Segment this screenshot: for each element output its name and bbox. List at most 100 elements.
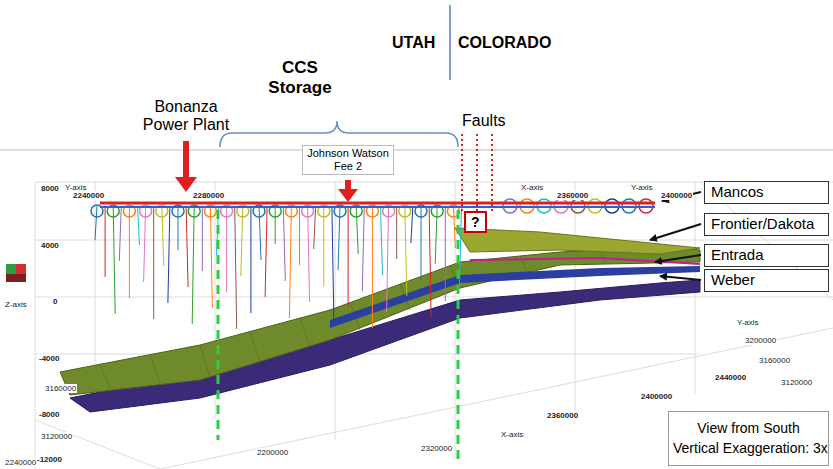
axis-tick: 2200000 xyxy=(256,448,289,457)
axis-tick: -12000 xyxy=(36,455,63,464)
well-trace xyxy=(275,206,276,244)
leader-arrows xyxy=(650,192,701,280)
cube-icon xyxy=(6,264,26,282)
well-trace xyxy=(332,206,334,323)
well-trace xyxy=(299,206,300,265)
axis-tick: 3160000 xyxy=(758,356,791,365)
axis-tick: 2320000 xyxy=(420,444,453,453)
well-trace xyxy=(289,206,291,318)
axis-title: Y-axis xyxy=(630,183,654,192)
well-label-box: Johnson Watson Fee 2 xyxy=(302,145,394,175)
entrada-surface xyxy=(60,246,700,395)
blue-horizon xyxy=(330,266,700,328)
axis-tick: 3120000 xyxy=(40,432,73,441)
node-text: Mancos xyxy=(711,183,822,202)
well-trace xyxy=(192,206,194,324)
axis-title: X-axis xyxy=(500,430,524,439)
well-trace xyxy=(113,206,115,314)
node-text: ? xyxy=(471,213,480,231)
axis-title: X-axis xyxy=(520,183,544,192)
axis-tick: 3200000 xyxy=(744,336,777,345)
frontier-surface xyxy=(455,228,700,254)
mancos-line xyxy=(100,202,655,205)
unknown-box: ? xyxy=(464,211,487,233)
region-title: CCS Storage xyxy=(256,58,344,97)
bracket xyxy=(220,121,458,147)
well-trace xyxy=(314,206,316,249)
formation-label: Entrada xyxy=(704,244,829,267)
well-trace xyxy=(265,206,267,297)
well-trace xyxy=(162,206,164,266)
storage-boundary xyxy=(457,210,460,462)
axis-title: Z-axis xyxy=(4,300,28,309)
formation-label: Weber xyxy=(704,269,829,292)
formation-label: Mancos xyxy=(704,181,829,204)
state-line xyxy=(449,5,451,80)
well-trace xyxy=(411,206,413,243)
well-trace xyxy=(405,206,407,296)
axis-tick: 2400000 xyxy=(660,191,693,200)
well-trace xyxy=(362,206,364,291)
node-text: Entrada xyxy=(711,246,822,265)
well-trace xyxy=(186,206,188,287)
well-trace xyxy=(210,206,212,308)
well-trace xyxy=(348,206,349,307)
axis-tick: 2280000 xyxy=(192,191,225,200)
fault-lines xyxy=(462,134,492,212)
well-trace xyxy=(372,206,373,328)
axis-tick: 2240000 xyxy=(72,191,105,200)
state-name: UTAH xyxy=(392,34,435,52)
axis-title: Y-axis xyxy=(736,318,760,327)
node-text: View from South xyxy=(673,419,824,439)
well-trace xyxy=(283,206,285,281)
well-trace xyxy=(387,206,389,312)
node-text: Johnson Watson Fee 2 xyxy=(306,147,390,173)
axis-tick: 2360000 xyxy=(556,191,589,200)
well-trace xyxy=(453,206,455,248)
node-text: Vertical Exaggeration: 3x xyxy=(673,439,824,459)
well-trace xyxy=(153,206,154,319)
frame-line xyxy=(0,150,833,151)
well-trace xyxy=(226,206,227,292)
well-trace xyxy=(445,206,446,301)
well-trace xyxy=(356,206,358,254)
well-trace xyxy=(119,206,121,261)
well-trace xyxy=(381,206,383,275)
axis-tick: 2440000 xyxy=(714,373,747,382)
formation-label: Frontier/Dakota xyxy=(704,213,829,236)
well-trace xyxy=(95,206,97,240)
axis-tick: 2360000 xyxy=(546,411,579,420)
well-trace xyxy=(105,206,106,277)
axis-tick: 8000 xyxy=(40,184,60,193)
wells xyxy=(91,199,653,329)
axis-tick: 4000 xyxy=(40,241,60,250)
well-trace xyxy=(250,206,251,313)
axis-tick: 2240000 xyxy=(4,458,37,467)
well-trace xyxy=(338,206,340,270)
plot-grid xyxy=(35,182,833,469)
well-trace xyxy=(429,206,431,317)
axis-tick: 0 xyxy=(52,297,58,306)
well-trace xyxy=(259,206,261,260)
well-trace xyxy=(308,206,310,302)
state-name: COLORADO xyxy=(458,34,551,52)
well-trace xyxy=(168,206,170,303)
axis-tick: -8000 xyxy=(38,410,60,419)
well-trace xyxy=(178,206,179,250)
well-trace xyxy=(235,206,237,329)
well-trace xyxy=(460,206,462,285)
axis-tick: -4000 xyxy=(38,354,60,363)
well-trace xyxy=(435,206,437,264)
axis-tick: 3160000 xyxy=(44,384,77,393)
site-name: Bonanza Power Plant xyxy=(133,98,239,135)
view-note-box: View from SouthVertical Exaggeration: 3x xyxy=(668,411,829,466)
well-trace xyxy=(396,206,397,259)
axis-tick: 3120000 xyxy=(780,378,813,387)
node-text: Frontier/Dakota xyxy=(711,215,822,234)
node-text: Weber xyxy=(711,271,822,290)
well-trace xyxy=(323,206,324,286)
storage-boundary xyxy=(217,210,220,440)
well-trace xyxy=(129,206,130,298)
axis-tick: 2400000 xyxy=(640,392,673,401)
